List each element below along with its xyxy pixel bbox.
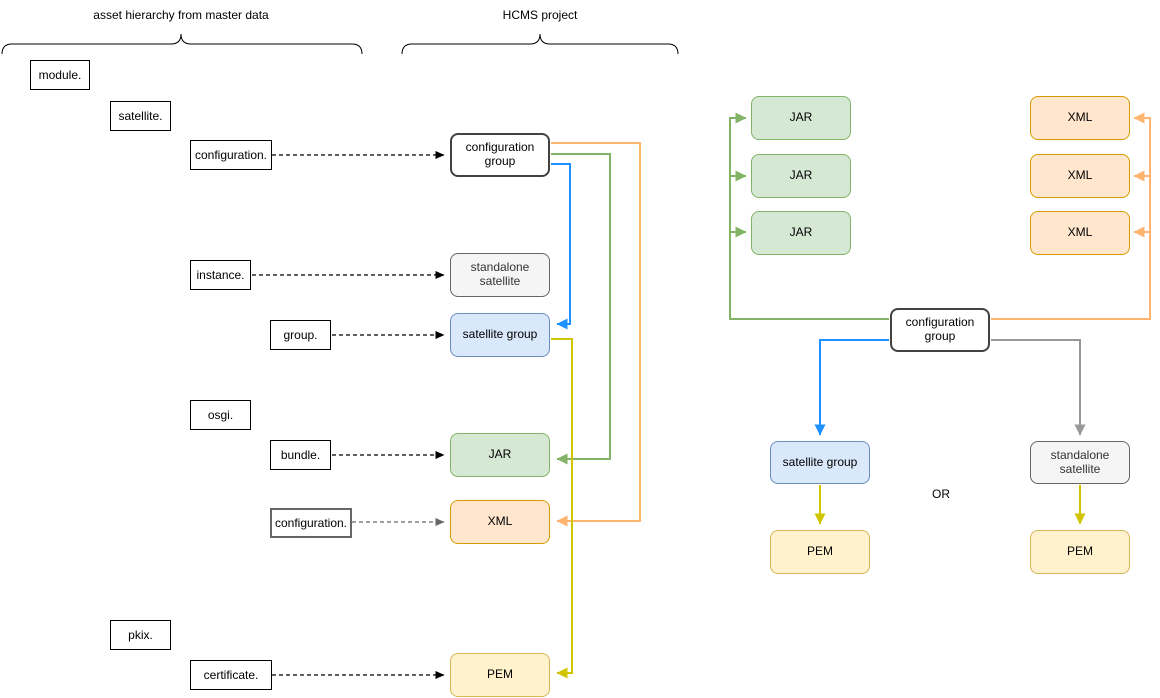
node-jar-3[interactable]: JAR (751, 211, 851, 255)
label-group[interactable]: group. (270, 320, 331, 350)
edge-config-group-to-jar (551, 153, 611, 465)
node-pem[interactable]: PEM (450, 653, 550, 697)
edge-right-config-to-satellite-group (814, 339, 889, 436)
node-pem-left[interactable]: PEM (770, 530, 870, 574)
node-jar-2[interactable]: JAR (751, 154, 851, 198)
label-certificate[interactable]: certificate. (190, 660, 272, 690)
node-standalone-satellite[interactable]: standalone satellite (450, 253, 550, 297)
master-data-title: asset hierarchy from master data (93, 8, 269, 22)
node-xml[interactable]: XML (450, 500, 550, 544)
node-configuration-group-right[interactable]: configuration group (890, 308, 990, 352)
label-bundle[interactable]: bundle. (270, 440, 331, 470)
node-satellite-group[interactable]: satellite group (450, 313, 550, 357)
node-pem-right[interactable]: PEM (1030, 530, 1130, 574)
label-configuration[interactable]: configuration. (190, 140, 272, 170)
edge-satellite-group-to-pem (551, 338, 573, 679)
label-osgi[interactable]: osgi. (190, 400, 251, 430)
or-label: OR (932, 487, 950, 501)
node-satellite-group-right[interactable]: satellite group (770, 441, 870, 484)
node-configuration-group[interactable]: configuration group (450, 133, 550, 177)
node-jar-1[interactable]: JAR (751, 96, 851, 140)
brace-master-data (1, 33, 363, 55)
label-pkix[interactable]: pkix. (110, 620, 171, 650)
brace-hcms-project (401, 33, 679, 55)
node-standalone-satellite-right[interactable]: standalone satellite (1030, 441, 1130, 484)
edge-config-group-to-xml (551, 142, 641, 527)
label-instance[interactable]: instance. (190, 260, 251, 290)
hcms-project-title: HCMS project (502, 8, 578, 22)
node-xml-3[interactable]: XML (1030, 211, 1130, 255)
node-jar[interactable]: JAR (450, 433, 550, 477)
edge-config-group-to-satellite-group (551, 163, 571, 330)
node-xml-2[interactable]: XML (1030, 154, 1130, 198)
node-xml-1[interactable]: XML (1030, 96, 1130, 140)
label-configuration-2[interactable]: configuration. (270, 508, 352, 538)
edge-right-config-to-standalone (991, 339, 1086, 436)
label-module[interactable]: module. (30, 60, 90, 90)
label-satellite[interactable]: satellite. (110, 101, 171, 131)
